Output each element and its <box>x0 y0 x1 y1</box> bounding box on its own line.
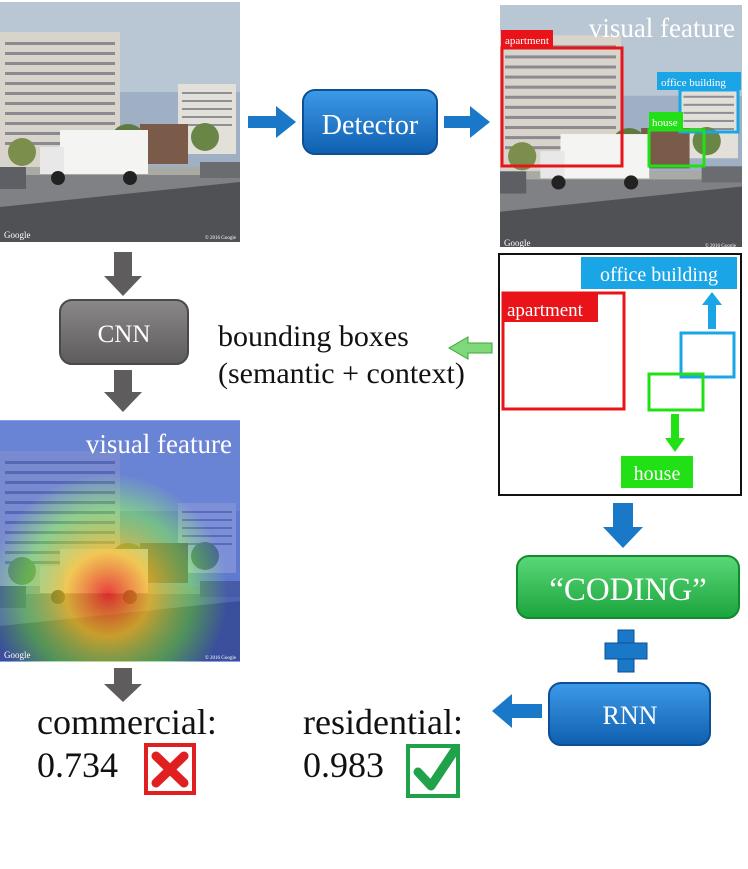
heatmap-image: visual feature Google © 2016 Google <box>0 420 240 662</box>
street-watermark-left: Google <box>4 230 31 240</box>
apartment-tag: apartment <box>505 35 549 47</box>
cross-icon <box>144 743 196 795</box>
cnn-box: CNN <box>59 299 189 365</box>
apartment-detection-box <box>500 46 624 168</box>
arrow-to-detector <box>248 106 296 138</box>
check-icon <box>406 744 460 798</box>
detected-watermark-left: Google <box>504 238 531 248</box>
cnn-label: CNN <box>98 321 151 348</box>
street-watermark-right: © 2016 Google <box>205 235 237 241</box>
detected-watermark-right: © 2016 Google <box>705 243 737 249</box>
detected-image: visual feature apartment office building… <box>500 5 742 249</box>
house-tag: house <box>652 117 678 129</box>
arrow-to-coding <box>603 503 643 548</box>
commercial-score: 0.734 <box>37 745 118 785</box>
rnn-label: RNN <box>603 701 658 730</box>
detector-label: Detector <box>322 110 419 141</box>
arrow-to-heatmap <box>104 370 142 412</box>
street-view-image: Google © 2016 Google <box>0 2 240 242</box>
house-box <box>647 372 705 412</box>
arrow-to-residential <box>492 694 542 728</box>
coding-box: “CODING” <box>516 555 740 619</box>
heatmap-watermark-left: Google <box>4 650 31 660</box>
heatmap-title: visual feature <box>86 429 232 459</box>
bounding-boxes-panel: apartment office building house <box>498 253 742 496</box>
rnn-box: RNN <box>548 682 711 746</box>
detector-box: Detector <box>302 89 438 155</box>
office-box <box>679 331 736 379</box>
house-box-label: house <box>634 463 681 485</box>
arrow-boxes-to-caption <box>448 336 493 360</box>
commercial-label: commercial: <box>37 702 217 742</box>
office-tag: office building <box>661 77 726 89</box>
house-arrow-down <box>665 414 685 452</box>
arrow-to-detected-image <box>444 106 490 138</box>
arrow-to-commercial <box>104 668 142 702</box>
arrow-to-cnn <box>104 252 142 296</box>
residential-label: residential: <box>303 702 463 742</box>
plus-icon <box>604 629 648 673</box>
bounding-boxes-caption-line2: (semantic + context) <box>218 357 465 390</box>
apartment-box <box>501 291 626 411</box>
heatmap-watermark-right: © 2016 Google <box>205 655 237 661</box>
detected-image-title: visual feature <box>589 13 735 43</box>
office-box-label: office building <box>600 264 718 286</box>
residential-score: 0.983 <box>303 745 384 785</box>
office-arrow-up <box>702 292 722 329</box>
apartment-box-label: apartment <box>507 300 584 321</box>
coding-label: “CODING” <box>549 572 707 608</box>
bounding-boxes-caption-line1: bounding boxes <box>218 320 409 353</box>
